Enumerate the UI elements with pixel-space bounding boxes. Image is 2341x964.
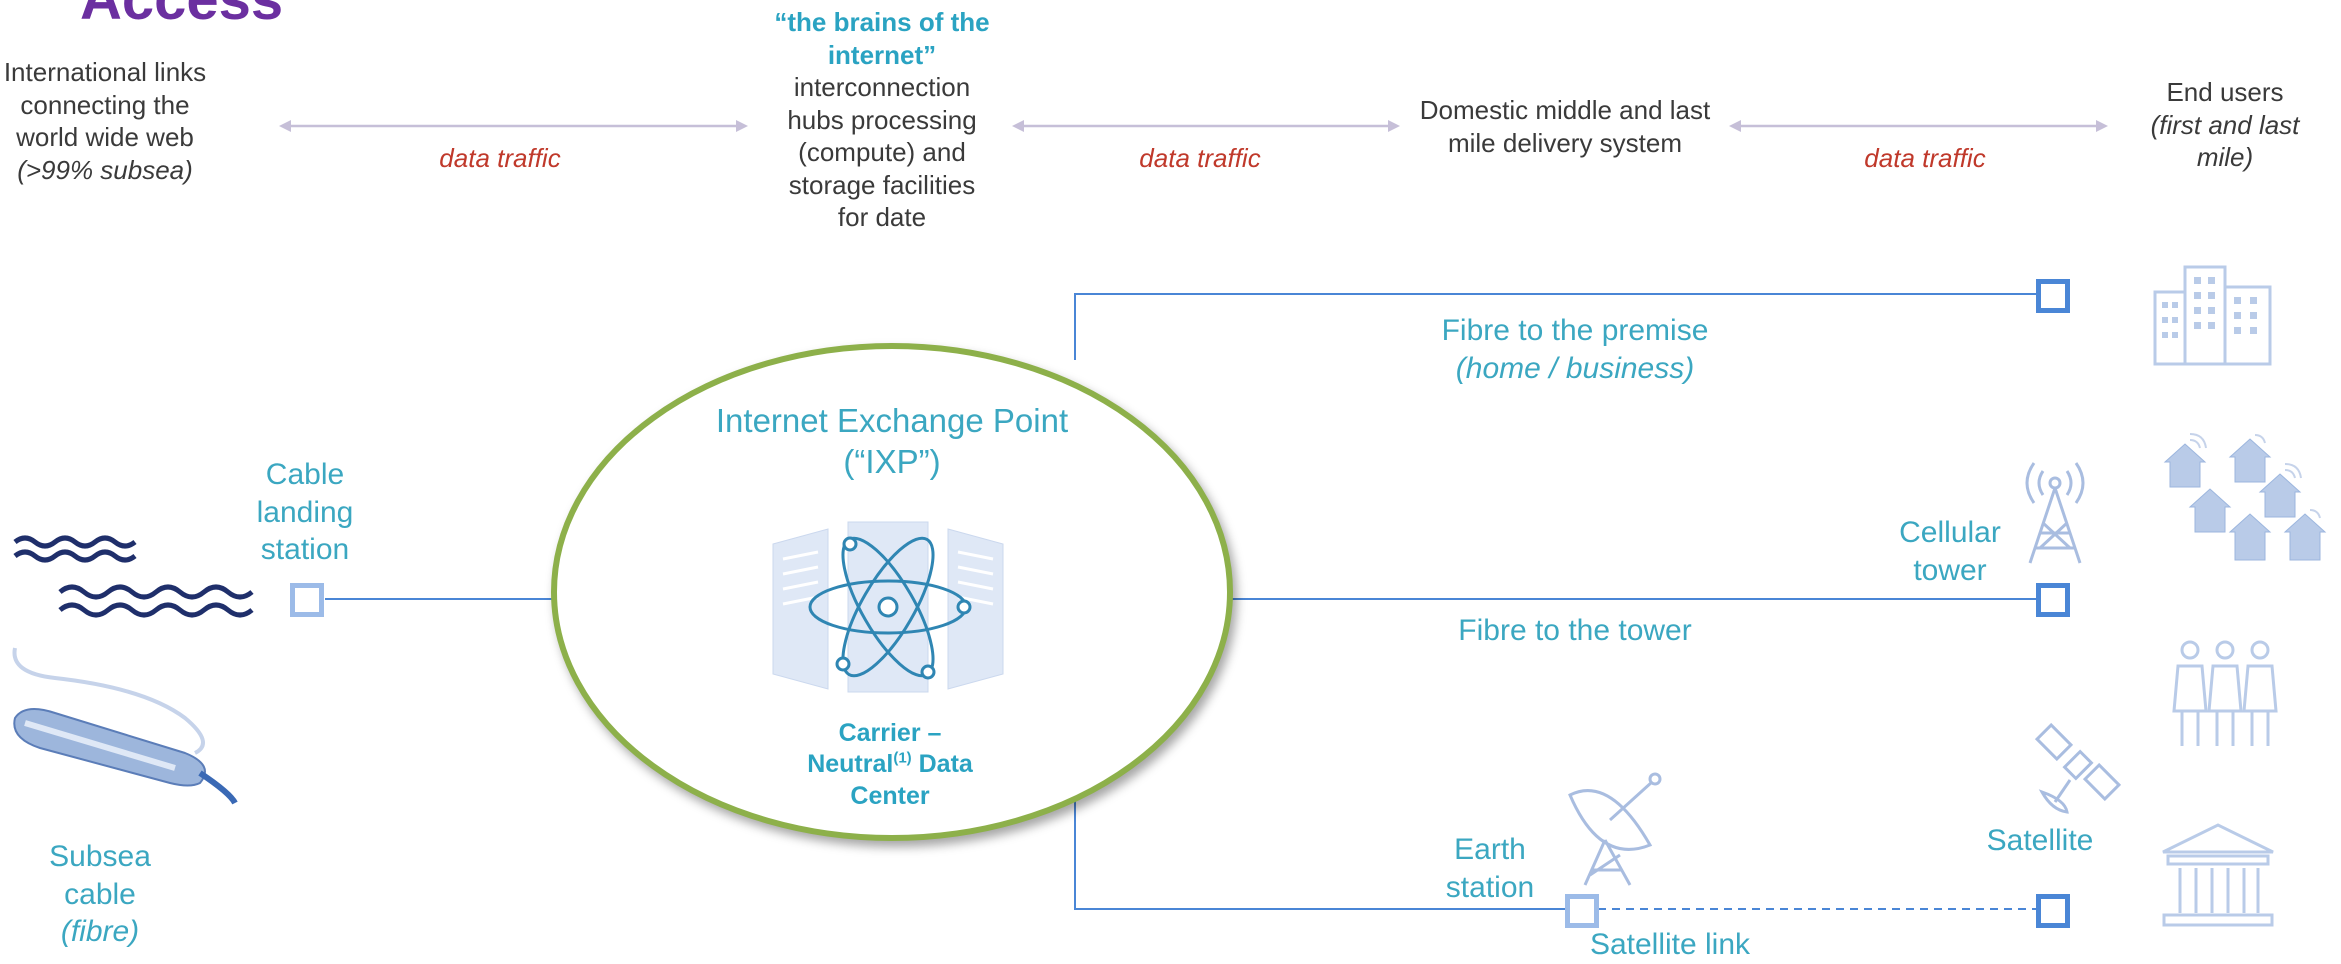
people-icon	[2172, 640, 2278, 746]
premise-line-1: Fibre to the premise	[1441, 314, 1709, 347]
ixp-title: Internet Exchange Point (“IXP”)	[692, 400, 1092, 483]
fibre-to-premise-line	[1074, 293, 2040, 360]
building-icon	[2153, 265, 2272, 366]
waves-icon	[13, 535, 254, 618]
ixp-title-line-2: (“IXP”)	[843, 443, 941, 481]
end-users-note-1: (first and last	[2150, 109, 2300, 140]
data-center-line-1: Carrier –	[838, 719, 942, 747]
end-users-line-1: End users	[2166, 77, 2284, 107]
domestic-delivery-label: Domestic middle and last mile delivery s…	[1400, 94, 1730, 159]
subsea-cable-icon	[12, 647, 238, 805]
brains-label: “the brains of the internet” interconnec…	[757, 6, 1007, 234]
landing-line-3: station	[260, 533, 350, 566]
end-users-note-2: mile)	[2196, 142, 2254, 172]
ixp-title-line-1: Internet Exchange Point	[715, 402, 1069, 439]
brains-line-5: for date	[837, 202, 927, 232]
international-links-label: International links connecting the world…	[0, 56, 210, 186]
satellite-dish-icon	[1568, 772, 1662, 886]
tower-node	[2036, 583, 2070, 617]
page-title: Access	[80, 0, 283, 33]
subsea-line-2: cable	[64, 877, 136, 911]
cable-landing-node	[290, 583, 324, 617]
earth-station-label: Earth station	[1420, 831, 1560, 906]
international-line-2: connecting the	[20, 89, 190, 120]
cellular-tower-label: Cellular tower	[1880, 514, 2020, 589]
data-center-neutral: Neutral	[807, 750, 894, 779]
earth-station-line	[1074, 790, 1565, 910]
earth-station-node	[1565, 894, 1599, 928]
data-traffic-label-2: data traffic	[1139, 143, 1261, 173]
data-center-data: Data	[911, 750, 973, 779]
fibre-to-premise-label: Fibre to the premise (home / business)	[1380, 312, 1770, 387]
data-traffic-label-3: data traffic	[1864, 143, 1986, 173]
institution-icon	[2162, 823, 2274, 927]
fibre-to-tower-label: Fibre to the tower	[1458, 614, 1692, 647]
data-center-line-3: Center	[850, 781, 930, 810]
subsea-line-1: Subsea	[49, 840, 151, 873]
cable-landing-station-label: Cable landing station	[230, 456, 380, 569]
data-center-line-2: Neutral(1) Data	[770, 749, 1010, 780]
data-traffic-label-1: data traffic	[439, 143, 561, 173]
landing-line-2: landing	[256, 495, 354, 529]
end-users-label: End users (first and last mile)	[2120, 76, 2330, 174]
subsea-line-3: (fibre)	[60, 915, 140, 948]
domestic-line-1: Domestic middle and last	[1419, 95, 1711, 125]
subsea-cable-label: Subsea cable (fibre)	[30, 838, 170, 951]
brains-line-1: interconnection	[793, 72, 971, 102]
international-line-3: world wide web	[16, 122, 194, 152]
satellite-icon	[2034, 722, 2122, 814]
footnote-marker: (1)	[893, 749, 912, 767]
domestic-line-2: mile delivery system	[1447, 127, 1683, 158]
satellite-label: Satellite	[1986, 824, 2094, 857]
cell-tower-icon	[2025, 462, 2085, 564]
houses-icon	[2163, 433, 2327, 561]
landing-line-1: Cable	[265, 458, 345, 491]
satellite-node	[2036, 894, 2070, 928]
international-note: (>99% subsea)	[17, 154, 193, 185]
brains-line-2: hubs processing	[787, 104, 977, 135]
cellular-line-2: tower	[1913, 553, 1987, 587]
premise-line-2: (home / business)	[1455, 351, 1695, 385]
brains-bold-2: internet”	[827, 39, 937, 70]
brains-line-4: storage facilities	[788, 169, 976, 200]
earth-line-2: station	[1445, 870, 1535, 904]
brains-bold-1: “the brains of the	[774, 7, 990, 37]
brains-line-3: (compute) and	[798, 137, 966, 167]
premise-node	[2036, 279, 2070, 313]
satellite-link-label: Satellite link	[1589, 928, 1751, 961]
data-center-icon	[772, 521, 1004, 693]
earth-line-1: Earth	[1454, 833, 1526, 866]
data-center-label: Carrier – Neutral(1) Data Center	[770, 718, 1010, 812]
international-line-1: International links	[3, 57, 207, 87]
cellular-line-1: Cellular	[1899, 516, 2001, 549]
